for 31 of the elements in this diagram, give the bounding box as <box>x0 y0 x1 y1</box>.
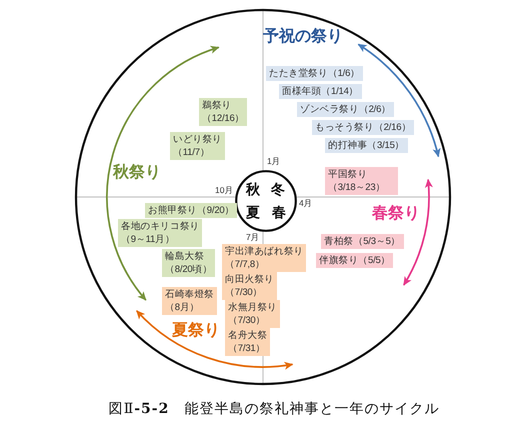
event-box: 青柏祭（5/3～5） <box>321 234 404 249</box>
event-box: 名舟大祭（7/31） <box>225 328 270 356</box>
event-box: 宇出津あばれ祭り（7/7,8） <box>222 244 306 272</box>
event-box: たたき堂祭り（1/6） <box>266 66 364 81</box>
event-box: 的打神事（3/15） <box>325 138 408 153</box>
event-box: もっそう祭り（2/16） <box>312 120 414 135</box>
event-box: 各地のキリコ祭り（9～11月） <box>118 219 202 247</box>
season-label: 春 <box>272 206 286 220</box>
event-box: 輪島大祭（8/20頃） <box>162 249 216 277</box>
event-box: ゾンベラ祭り（2/6） <box>297 102 394 117</box>
season-heading: 夏祭り <box>172 323 220 339</box>
event-box: 向田火祭り（7/30） <box>222 272 278 300</box>
month-label: 1月 <box>267 157 281 166</box>
season-heading: 秋祭り <box>113 165 161 181</box>
month-label: 7月 <box>246 233 260 242</box>
season-label: 秋 <box>246 183 260 197</box>
month-label: 4月 <box>299 199 313 208</box>
event-box: 鵜祭り（12/16） <box>199 98 248 126</box>
event-box: いどり祭り（11/7） <box>170 132 226 160</box>
month-label: 10月 <box>215 186 234 194</box>
event-box: 伴旗祭り（5/5） <box>316 253 394 268</box>
event-box: お熊甲祭り（9/20） <box>145 203 238 218</box>
event-box: 平国祭り（3/18～23） <box>325 167 398 195</box>
season-label: 夏 <box>246 206 260 220</box>
season-heading: 春祭り <box>372 206 420 222</box>
event-box: 面様年頭（1/14） <box>279 84 362 99</box>
event-box: 石崎奉燈祭（8月） <box>162 287 218 315</box>
event-box: 水無月祭り（7/30） <box>225 300 280 328</box>
season-label: 冬 <box>271 183 285 197</box>
figure-caption: 図Ⅱ-5-2 能登半島の祭礼神事と一年のサイクル <box>108 402 440 416</box>
season-heading: 予祝の祭り <box>263 29 343 45</box>
